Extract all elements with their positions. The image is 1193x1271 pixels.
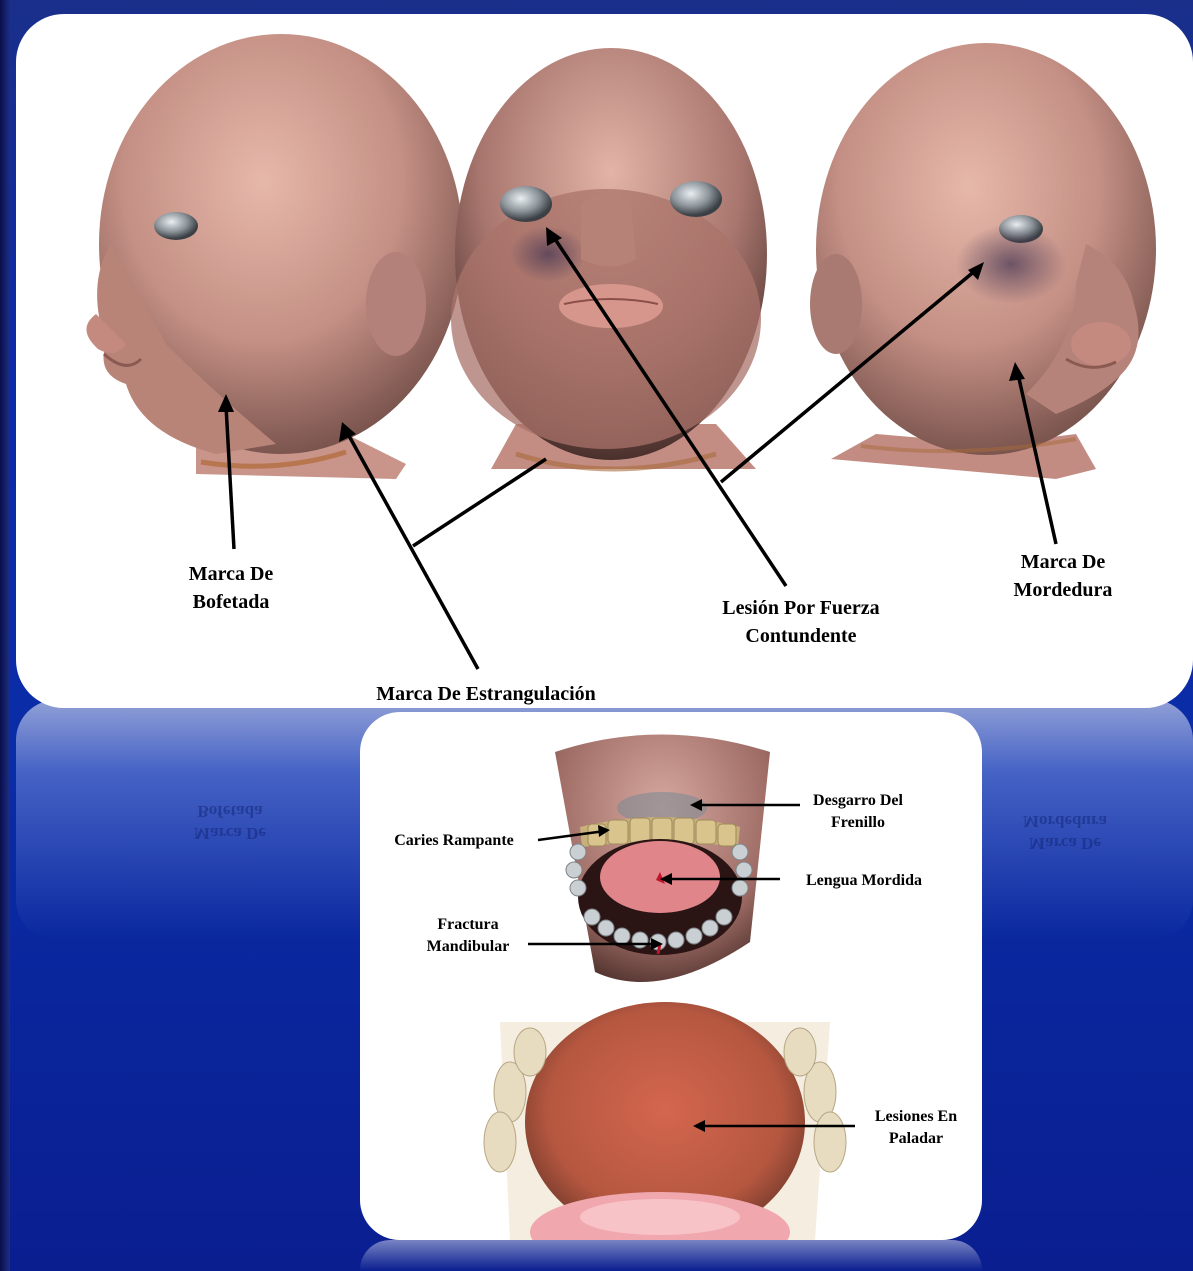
left-edge-strip xyxy=(0,0,10,1271)
line-strangulation-branch xyxy=(413,459,546,546)
bite-label-reflection: Marca DeMordedura xyxy=(990,810,1140,854)
head-center xyxy=(451,48,767,469)
label-blunt-force: Lesión Por FuerzaContundente xyxy=(686,594,916,650)
slap-label-reflection: Marca DeBofetada xyxy=(160,800,300,844)
faces-panel: Marca DeBofetada Marca De Estrangulación… xyxy=(16,14,1193,708)
label-strangulation-mark: Marca De Estrangulación xyxy=(346,680,626,708)
label-rampant-caries: Caries Rampante xyxy=(374,830,534,852)
mouth-panel: Desgarro DelFrenillo Caries Rampante Len… xyxy=(360,712,982,1240)
mouth-panel-reflection xyxy=(360,1240,982,1271)
arrow-strangulation xyxy=(348,434,478,669)
head-right xyxy=(810,43,1156,479)
label-slap-mark: Marca DeBofetada xyxy=(156,560,306,616)
head-left xyxy=(86,34,463,479)
label-bite-mark: Marca DeMordedura xyxy=(988,548,1138,604)
label-frenulum-tear: Desgarro DelFrenillo xyxy=(798,790,918,834)
label-palate-lesions: Lesiones EnPaladar xyxy=(854,1106,978,1150)
label-mandibular-fracture: FracturaMandibular xyxy=(408,914,528,958)
palate-view xyxy=(484,1002,846,1240)
label-bitten-tongue: Lengua Mordida xyxy=(784,870,944,892)
